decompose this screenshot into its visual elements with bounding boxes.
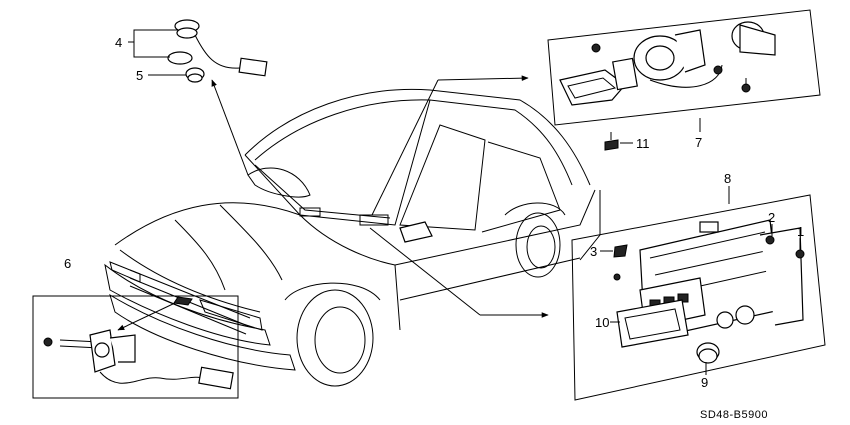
part-7-frame — [547, 9, 821, 126]
part-1-screw — [795, 249, 805, 259]
part-7-motor-assembly — [559, 21, 776, 106]
part-10-panel — [616, 299, 689, 348]
callout-11: 11 — [636, 136, 650, 151]
callout-1: 1 — [797, 224, 804, 239]
callout-2: 2 — [768, 210, 775, 225]
part-4-sensor-assembly — [167, 19, 268, 77]
part-3-clip — [613, 244, 628, 281]
callout-8: 8 — [724, 171, 731, 186]
diagram-code: SD48-B5900 — [700, 409, 768, 421]
callout-9: 9 — [701, 375, 708, 390]
callout-7: 7 — [695, 135, 702, 150]
callout-10: 10 — [595, 315, 609, 330]
part-8-frame — [571, 194, 826, 401]
callout-5: 5 — [136, 68, 143, 83]
part-2-screw — [765, 235, 775, 245]
part-5-grommet — [185, 67, 205, 83]
vehicle-illustration — [104, 88, 601, 387]
part-6-frame — [32, 295, 239, 399]
callout-6: 6 — [64, 256, 71, 271]
callout-4: 4 — [115, 35, 122, 50]
callout-3: 3 — [590, 244, 597, 259]
part-9-knob — [696, 342, 720, 364]
part-11-screw — [604, 132, 619, 151]
part-6-sensor — [43, 329, 234, 390]
